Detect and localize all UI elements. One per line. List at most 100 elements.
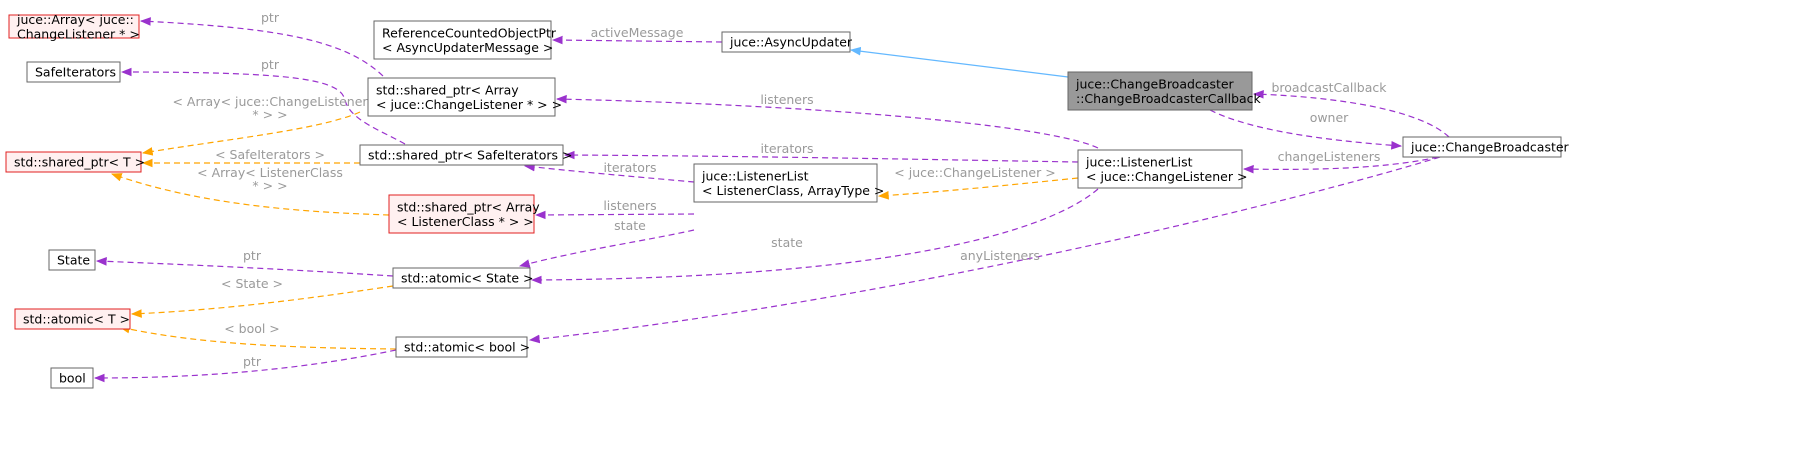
edge-e3-template xyxy=(141,111,361,156)
edge-label-e20: < State > xyxy=(221,276,283,291)
node-box xyxy=(373,20,552,60)
node-label-line: juce::Array< juce:: xyxy=(16,12,134,27)
node-label-line: juce::ChangeBroadcaster xyxy=(1410,140,1570,155)
class-node-sp_arr_lc[interactable]: std::shared_ptr< Array< ListenerClass * … xyxy=(388,194,540,234)
node-label-line: std::atomic< bool > xyxy=(404,340,530,355)
node-label-line: std::shared_ptr< SafeIterators > xyxy=(368,148,572,163)
node-box xyxy=(721,31,851,53)
node-label-line: < ListenerClass * > > xyxy=(397,214,534,229)
edge-label-e14: < juce::ChangeListener > xyxy=(894,165,1055,180)
node-label-line: std::atomic< State > xyxy=(401,271,533,286)
edge-e18-usage xyxy=(528,156,1441,344)
node-label-line: ::ChangeBroadcasterCallback xyxy=(1076,91,1262,106)
node-label-line: std::shared_ptr< Array xyxy=(376,82,519,97)
node-box xyxy=(1077,149,1243,189)
edge-e8-usage xyxy=(555,94,1099,149)
edge-label-e18: anyListeners xyxy=(960,248,1040,263)
edge-e16-usage xyxy=(1209,109,1403,150)
node-box xyxy=(693,163,878,203)
class-node-sp_safeit[interactable]: std::shared_ptr< SafeIterators > xyxy=(359,144,572,166)
node-box xyxy=(26,61,121,83)
node-label-line: juce::AsyncUpdater xyxy=(729,35,853,50)
node-box xyxy=(1067,71,1253,111)
class-node-atomic_bool[interactable]: std::atomic< bool > xyxy=(395,336,530,358)
edge-label-e2: ptr xyxy=(261,57,280,72)
edge-e15-usage xyxy=(1252,90,1450,138)
edge-label-e4: < SafeIterators > xyxy=(215,147,325,162)
class-node-cbcb[interactable]: juce::ChangeBroadcaster::ChangeBroadcast… xyxy=(1067,71,1262,111)
edge-label-e9: iterators xyxy=(760,141,813,156)
node-label-line: ChangeListener * > xyxy=(17,26,140,41)
edge-e5-template xyxy=(110,173,390,216)
edge-label-e3: < Array< juce::ChangeListener xyxy=(172,94,368,109)
node-label-line: SafeIterators xyxy=(35,65,116,80)
edge-label-e21: < bool > xyxy=(224,321,280,336)
edge-e14-template xyxy=(877,177,1079,200)
node-label-line: < AsyncUpdaterMessage > xyxy=(382,40,553,55)
class-node-bool[interactable]: bool xyxy=(50,367,94,389)
edge-label-e11: listeners xyxy=(603,198,656,213)
class-node-sp_t[interactable]: std::shared_ptr< T > xyxy=(5,151,145,173)
edge-label-e15: broadcastCallback xyxy=(1271,80,1387,95)
edge-label-e16: owner xyxy=(1310,110,1349,125)
edge-e21-template xyxy=(118,324,397,350)
edge-e19-usage xyxy=(95,257,394,277)
node-box xyxy=(1402,136,1562,158)
edge-e11-usage xyxy=(534,210,695,220)
node-box xyxy=(392,267,531,289)
class-node-state[interactable]: State xyxy=(48,249,96,271)
class-node-arr_cl[interactable]: juce::Array< juce::ChangeListener * > xyxy=(8,12,140,42)
class-node-sp_arr_cl[interactable]: std::shared_ptr< Array< juce::ChangeList… xyxy=(367,77,562,117)
node-box xyxy=(48,249,96,271)
edge-e22-usage xyxy=(93,349,397,383)
edge-e12-usage xyxy=(518,229,695,268)
node-label-line: bool xyxy=(59,371,86,386)
edge-label-e22: ptr xyxy=(243,354,262,369)
edge-e6-usage xyxy=(551,35,723,45)
node-label-line: std::shared_ptr< Array xyxy=(397,199,540,214)
edge-e2-usage xyxy=(120,67,406,145)
edge-label-e19: ptr xyxy=(243,248,262,263)
edge-label-e10: iterators xyxy=(603,160,656,175)
node-box xyxy=(367,77,556,117)
class-node-atomic_state[interactable]: std::atomic< State > xyxy=(392,267,533,289)
edge-e1-usage xyxy=(139,17,384,77)
edge-e13-usage xyxy=(530,188,1099,285)
edge-label-e13: state xyxy=(771,235,803,250)
edge-label-e17: changeListeners xyxy=(1278,149,1381,164)
edge-e17-usage xyxy=(1242,156,1439,174)
node-label-line: < ListenerClass, ArrayType > xyxy=(702,183,884,198)
edge-e7-inherit xyxy=(849,46,1069,78)
node-label-line: ReferenceCountedObjectPtr xyxy=(382,25,557,40)
edge-label-e5: < Array< ListenerClass xyxy=(197,165,343,180)
class-node-ll_generic[interactable]: juce::ListenerList< ListenerClass, Array… xyxy=(693,163,884,203)
nodes-layer: juce::Array< juce::ChangeListener * >Saf… xyxy=(5,12,1570,389)
class-node-ll_cl[interactable]: juce::ListenerList< juce::ChangeListener… xyxy=(1077,149,1247,189)
edge-label-e6: activeMessage xyxy=(591,25,684,40)
node-box xyxy=(388,194,535,234)
edge-label-e12: state xyxy=(614,218,646,233)
node-label-line: std::atomic< T > xyxy=(23,312,130,327)
node-label-line: juce::ListenerList xyxy=(701,168,809,183)
edges-layer xyxy=(93,17,1450,383)
node-box xyxy=(5,151,142,173)
class-node-safeit[interactable]: SafeIterators xyxy=(26,61,121,83)
node-box xyxy=(14,308,131,330)
edge-label-e3: * > > xyxy=(252,107,287,122)
edge-label-e8: listeners xyxy=(760,92,813,107)
node-label-line: < juce::ChangeListener > xyxy=(1086,169,1247,184)
edge-label-e1: ptr xyxy=(261,10,280,25)
node-label-line: juce::ChangeBroadcaster xyxy=(1075,76,1235,91)
class-node-cb[interactable]: juce::ChangeBroadcaster xyxy=(1402,136,1570,158)
node-label-line: State xyxy=(57,253,90,268)
node-label-line: std::shared_ptr< T > xyxy=(14,155,145,170)
class-node-async[interactable]: juce::AsyncUpdater xyxy=(721,31,853,53)
edge-label-e5: * > > xyxy=(252,178,287,193)
class-node-rcop[interactable]: ReferenceCountedObjectPtr< AsyncUpdaterM… xyxy=(373,20,557,60)
class-node-atomic_t[interactable]: std::atomic< T > xyxy=(14,308,131,330)
node-box xyxy=(50,367,94,389)
node-label-line: < juce::ChangeListener * > > xyxy=(376,97,562,112)
